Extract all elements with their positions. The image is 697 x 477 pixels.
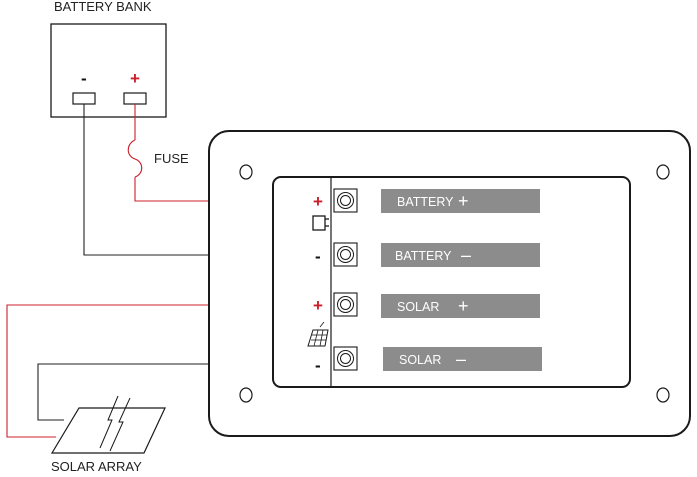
solar-panel-icon	[50, 395, 166, 454]
battery-icon: - +	[50, 23, 167, 118]
screw-terminal-icon	[333, 292, 358, 317]
terminal-label-bar	[383, 347, 542, 371]
solar-array-panel	[50, 407, 166, 454]
terminal-panel	[272, 176, 631, 388]
screw-terminal-icon	[333, 346, 358, 371]
fuse-label: FUSE	[154, 151, 189, 166]
terminal-row: - SOLAR –	[315, 346, 542, 375]
terminal-sign: –	[461, 245, 471, 265]
screw-terminal-icon	[333, 242, 358, 267]
battery-bank-label: BATTERY BANK	[54, 0, 152, 14]
terminal-symbol: -	[315, 356, 321, 375]
terminal-label-bar	[381, 189, 540, 213]
terminal-symbol: +	[313, 192, 323, 211]
battery-neg-terminal	[72, 92, 96, 105]
battery-pos-terminal	[123, 92, 147, 105]
mounting-hole-icon	[656, 387, 670, 403]
terminal-symbol: +	[313, 296, 323, 315]
battery-bank-box	[50, 23, 167, 118]
solar-positive-wire	[6, 304, 305, 438]
terminal-label: BATTERY	[395, 249, 452, 263]
battery-neg-symbol: -	[81, 69, 87, 88]
terminal-label: SOLAR	[397, 300, 439, 314]
solar-lightning-1	[99, 395, 119, 449]
solar-negative-wire	[37, 363, 305, 421]
solar-array-label: SOLAR ARRAY	[51, 459, 142, 474]
battery-pos-symbol: +	[130, 69, 140, 88]
terminal-row: + BATTERY +	[313, 188, 540, 213]
terminal-symbol: -	[315, 247, 321, 266]
screw-terminal-icon	[333, 188, 358, 213]
solar-panel-icon	[307, 321, 329, 347]
fuse-icon	[127, 139, 143, 178]
terminal-label: SOLAR	[399, 353, 441, 367]
solar-lightning-2	[109, 397, 131, 452]
battery-icon	[312, 215, 329, 231]
terminal-label-bar	[381, 294, 540, 318]
terminal-sign: +	[458, 296, 469, 316]
terminal-sign: +	[458, 191, 469, 211]
terminal-label-bar	[381, 243, 540, 267]
terminal-row: + SOLAR +	[313, 292, 540, 318]
terminal-label: BATTERY	[397, 195, 454, 209]
mounting-hole-icon	[239, 164, 253, 180]
terminal-row: - BATTERY –	[315, 242, 540, 267]
mounting-hole-icon	[239, 387, 253, 403]
terminal-sign: –	[456, 349, 466, 369]
mounting-hole-icon	[656, 164, 670, 180]
